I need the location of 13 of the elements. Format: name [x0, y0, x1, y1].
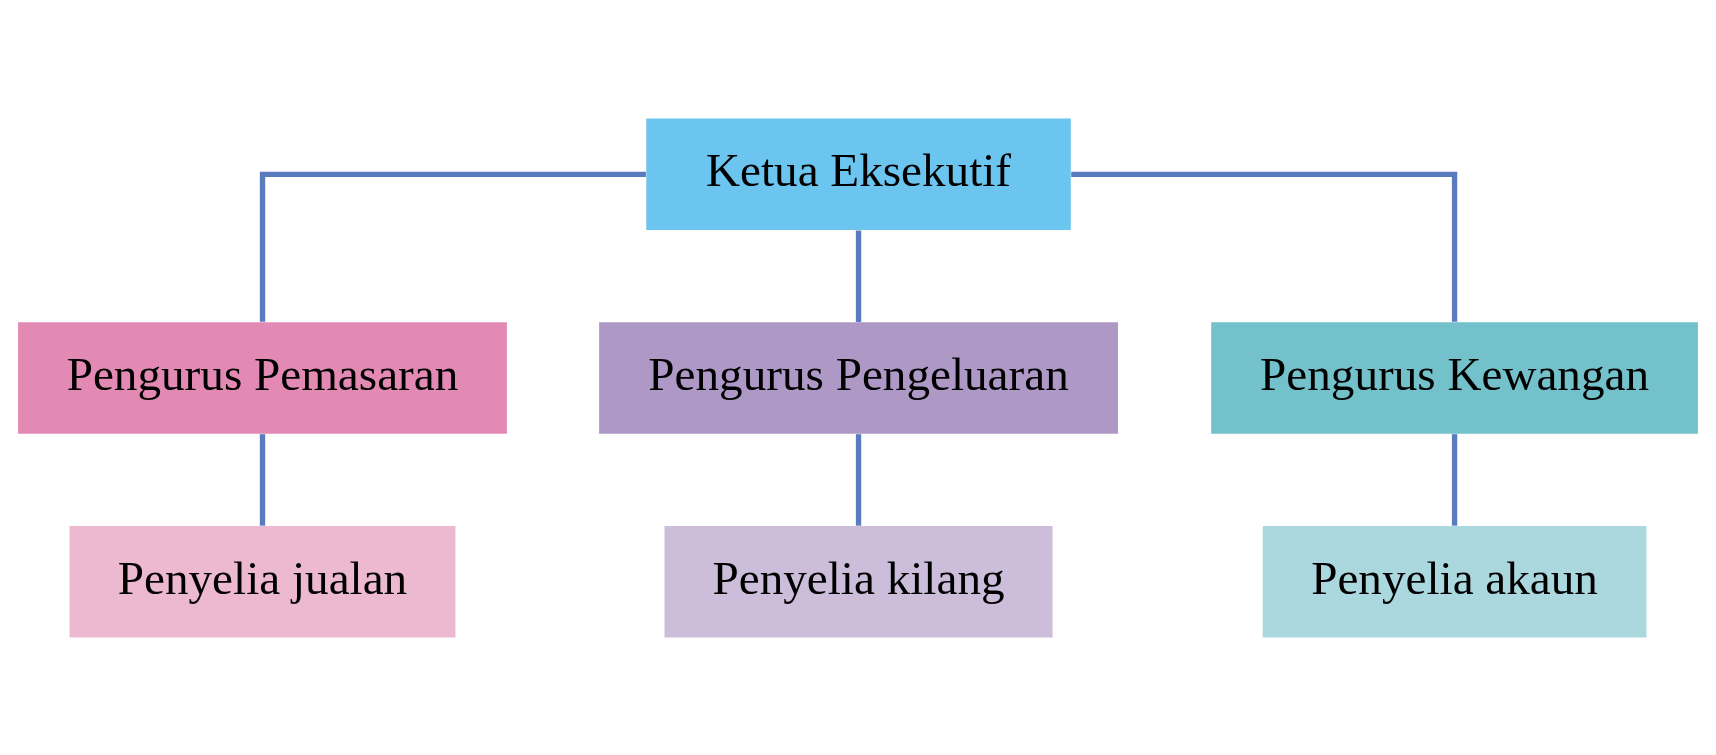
node-box: Penyelia akaun [1262, 525, 1647, 637]
node-box: Pengurus Kewangan [1211, 321, 1698, 434]
connector [1451, 433, 1458, 526]
node-box: Penyelia kilang [664, 525, 1053, 637]
node-box: Pengurus Pemasaran [18, 321, 507, 434]
connector [259, 171, 646, 322]
connector [259, 433, 266, 526]
node-box: Penyelia jualan [69, 525, 456, 637]
node-box: Pengurus Pengeluaran [599, 321, 1118, 434]
connector [855, 433, 862, 526]
node-box: Ketua Eksekutif [646, 118, 1071, 230]
connector [1071, 171, 1458, 322]
connector [855, 230, 862, 322]
